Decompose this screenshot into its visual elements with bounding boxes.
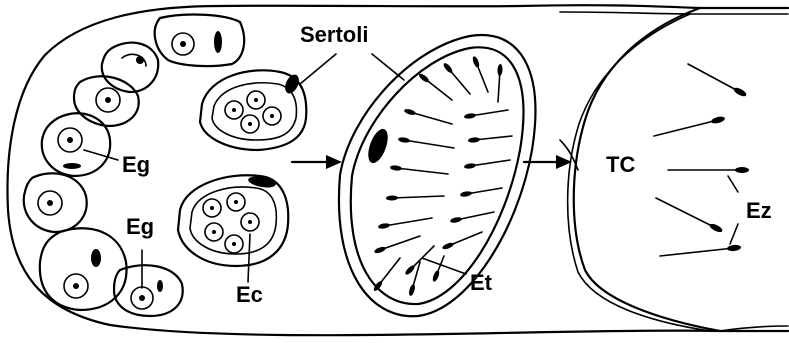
label-ez: Ez: [746, 198, 772, 223]
spermatozoon-head: [727, 244, 742, 251]
label-tc: TC: [606, 152, 635, 177]
spermatid-head: [378, 223, 391, 230]
spermatid-head: [497, 64, 503, 76]
spermatid-head: [442, 62, 454, 74]
label-eg-lower: Eg: [126, 214, 154, 239]
spermatozoon-tail: [688, 64, 740, 92]
spermatid-head: [398, 137, 411, 144]
spermatozoon-head: [732, 86, 747, 98]
label-ec: Ec: [236, 282, 263, 307]
label-eg-upper: Eg: [122, 152, 150, 177]
spermatid-head: [431, 270, 440, 283]
spermatozoon-tail: [654, 120, 718, 136]
spermatid-tail: [410, 112, 452, 124]
cyst-lower: [178, 175, 288, 266]
spermatozoon-tail: [660, 248, 734, 256]
spermatid-tail: [392, 196, 444, 198]
spermatid-head: [374, 246, 387, 255]
spermatid-tail: [384, 218, 432, 226]
spermatid-head: [460, 191, 473, 198]
spermatid-head: [464, 163, 477, 170]
spermatid-tail: [404, 140, 454, 148]
spermatid-head: [418, 72, 431, 83]
spermatid-tail: [470, 160, 510, 166]
spermatid-head: [450, 216, 463, 223]
spermatid-tail: [380, 236, 420, 250]
spermatid-tail: [396, 168, 448, 174]
spermatozoon-head: [735, 167, 749, 173]
spermatid-head: [404, 108, 417, 116]
spermatid-head: [386, 195, 398, 200]
spermatid-head: [464, 113, 477, 120]
arrow-1: [292, 155, 342, 169]
spermatid-head: [372, 280, 383, 293]
spermatid-head: [408, 284, 416, 297]
cyst-upper: [200, 70, 306, 150]
spermatid-head: [442, 241, 455, 250]
spermatid-head: [471, 56, 480, 69]
spermatid-head: [390, 165, 402, 171]
spermatozoon-head: [708, 222, 723, 234]
spermatozoon-tail: [656, 198, 716, 228]
spermatid-head: [404, 264, 416, 276]
spermatozoa: [654, 64, 749, 256]
spermatozoon-head: [710, 115, 725, 124]
label-sertoli: Sertoli: [300, 22, 368, 47]
leader-lines: [84, 54, 738, 288]
spermatid-head: [468, 137, 480, 143]
spermatid-cyst: [339, 35, 535, 316]
label-et: Et: [470, 270, 493, 295]
